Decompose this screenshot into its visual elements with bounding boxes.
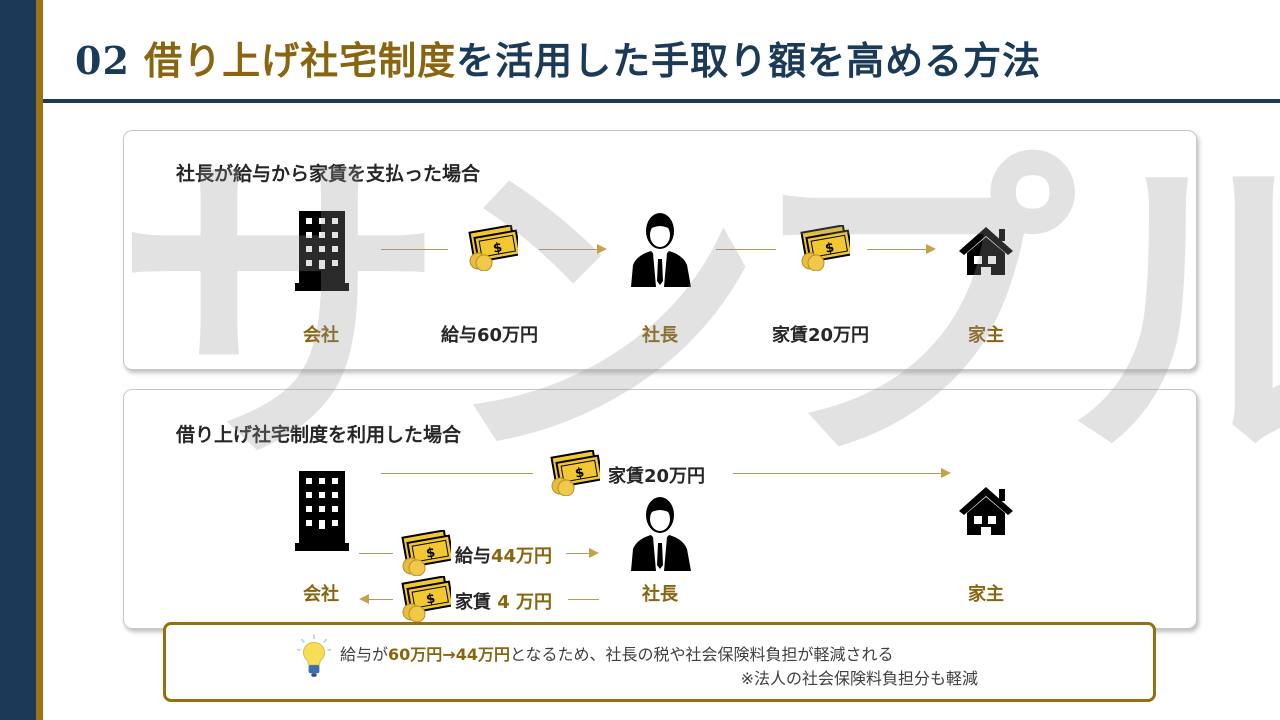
arrow-right-icon	[941, 468, 951, 478]
money-icon	[399, 576, 451, 622]
flow-line	[539, 249, 599, 250]
money-icon	[548, 450, 600, 496]
house-icon	[957, 225, 1015, 275]
rent-top-label: 家賃20万円	[608, 466, 706, 487]
flow-line	[368, 599, 393, 600]
company-label: 会社	[303, 325, 339, 346]
landlord-label: 家主	[968, 584, 1004, 605]
flow-line	[568, 599, 599, 600]
company-label: 会社	[303, 584, 339, 605]
left-gold-stripe	[36, 0, 43, 720]
flow-line	[733, 473, 943, 474]
case1-heading: 社長が給与から家賃を支払った場合	[176, 163, 481, 185]
rent-label: 家賃20万円	[772, 325, 870, 346]
president-icon	[629, 211, 691, 287]
arrow-left-icon	[359, 594, 369, 604]
salary-label: 給与60万円	[441, 325, 539, 346]
left-navy-bar	[0, 0, 36, 720]
flow-line	[359, 553, 393, 554]
flow-line	[867, 249, 927, 250]
arrow-right-icon	[926, 244, 936, 254]
title-number: 02	[75, 38, 145, 83]
flow-line	[566, 553, 590, 554]
money-icon	[798, 225, 850, 271]
note-line1: 給与が60万円→44万円となるため、社長の税や社会保険料負担が軽減される	[340, 645, 894, 664]
page-title: 02 借り上げ社宅制度を活用した手取り額を高める方法	[75, 30, 1041, 85]
note-line2: ※法人の社会保険料負担分も軽減	[740, 669, 978, 688]
president-label: 社長	[642, 325, 678, 346]
title-underline	[43, 99, 1280, 103]
flow-line	[381, 249, 448, 250]
title-highlight: 借り上げ社宅制度	[144, 38, 457, 83]
rent-label: 家賃 4 万円	[455, 592, 553, 613]
lightbulb-icon	[296, 633, 332, 681]
title-rest: を活用した手取り額を高める方法	[456, 38, 1042, 83]
president-icon	[629, 495, 691, 571]
house-icon	[957, 485, 1015, 535]
case1-card: 社長が給与から家賃を支払った場合 会社 給与60万円 社長 家賃20万円 家主	[123, 130, 1197, 370]
money-icon	[399, 530, 451, 576]
flow-line	[716, 249, 776, 250]
salary-label: 給与44万円	[455, 546, 553, 567]
arrow-right-icon	[589, 548, 599, 558]
flow-line	[381, 473, 533, 474]
building-icon	[295, 469, 349, 551]
president-label: 社長	[642, 584, 678, 605]
landlord-label: 家主	[968, 325, 1004, 346]
money-icon	[466, 225, 518, 271]
note-callout: 給与が60万円→44万円となるため、社長の税や社会保険料負担が軽減される ※法人…	[163, 622, 1156, 702]
building-icon	[295, 209, 349, 291]
case2-card: 借り上げ社宅制度を利用した場合 家賃20万円 給与44万円 家賃 4 万円 会社…	[123, 389, 1197, 629]
arrow-right-icon	[597, 244, 607, 254]
case2-heading: 借り上げ社宅制度を利用した場合	[176, 424, 462, 446]
